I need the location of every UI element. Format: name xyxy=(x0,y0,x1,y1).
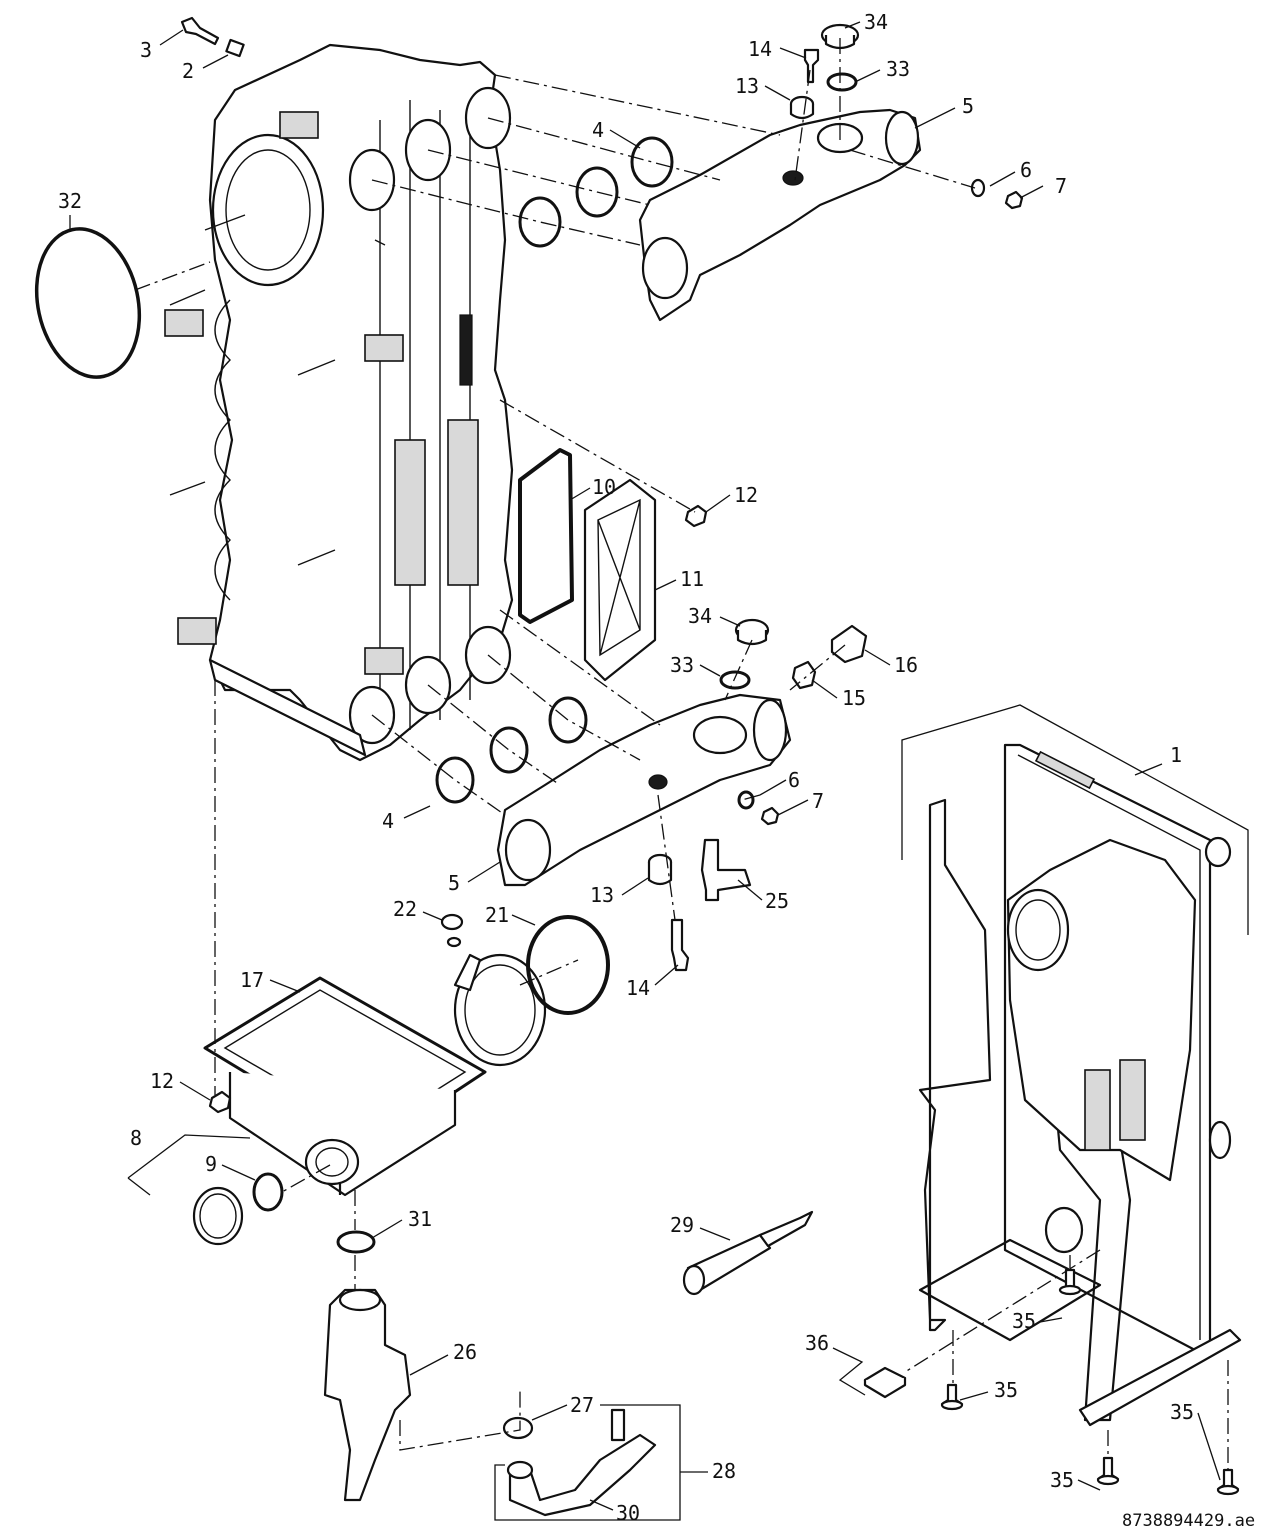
callout-33: 33 xyxy=(670,653,694,677)
callout-35: 35 xyxy=(1050,1468,1074,1492)
callout-21: 21 xyxy=(485,903,509,927)
callout-14: 14 xyxy=(626,976,650,1000)
callout-26: 26 xyxy=(453,1340,477,1364)
callout-35: 35 xyxy=(1012,1309,1036,1333)
o-ring-4-lower-b xyxy=(489,726,529,774)
callout-5: 5 xyxy=(962,94,974,118)
callout-4: 4 xyxy=(592,118,604,142)
callout-22: 22 xyxy=(393,897,417,921)
o-ring-4-lower-c xyxy=(435,756,475,804)
drain-cap-8 xyxy=(192,1186,244,1246)
seal-31 xyxy=(336,1230,376,1254)
callout-14: 14 xyxy=(748,37,772,61)
screw-14-top xyxy=(803,48,820,84)
callout-33: 33 xyxy=(886,57,910,81)
nut-7-top xyxy=(1004,190,1024,210)
nut-2 xyxy=(225,38,245,58)
o-ring-4-upper-a xyxy=(630,136,674,188)
callout-35: 35 xyxy=(994,1378,1018,1402)
pad-36 xyxy=(863,1366,907,1399)
assembled-unit-1 xyxy=(918,743,1242,1427)
callout-28: 28 xyxy=(712,1459,736,1483)
nut-12-right xyxy=(684,504,708,528)
condensate-tray-17 xyxy=(203,976,487,1197)
foot-35-a xyxy=(1058,1268,1082,1296)
callout-13: 13 xyxy=(590,883,614,907)
callout-29: 29 xyxy=(670,1213,694,1237)
heat-exchanger-block xyxy=(164,43,514,762)
nut-12-left xyxy=(208,1090,232,1114)
o-ring-4-upper-b xyxy=(575,166,619,218)
callout-10: 10 xyxy=(592,475,616,499)
nut-7-lower xyxy=(760,806,780,826)
washer-33-mid xyxy=(719,670,751,690)
screw-14-lower xyxy=(670,918,690,972)
washer-6-top xyxy=(970,178,986,198)
callout-13: 13 xyxy=(735,74,759,98)
callout-17: 17 xyxy=(240,968,264,992)
callout-32: 32 xyxy=(58,189,82,213)
callout-34: 34 xyxy=(688,604,712,628)
callout-34: 34 xyxy=(864,10,888,34)
callout-4: 4 xyxy=(382,809,394,833)
ring-gasket-32 xyxy=(34,227,142,379)
callout-16: 16 xyxy=(894,653,918,677)
callout-27: 27 xyxy=(570,1393,594,1417)
seal-27 xyxy=(502,1416,534,1440)
cover-plate-11 xyxy=(583,478,657,682)
gasket-10 xyxy=(518,448,574,624)
callout-8: 8 xyxy=(130,1126,142,1150)
callout-2: 2 xyxy=(182,59,194,83)
callout-6: 6 xyxy=(1020,158,1032,182)
foot-35-b xyxy=(940,1383,964,1411)
connector-30 xyxy=(506,1408,657,1517)
callout-31: 31 xyxy=(408,1207,432,1231)
tee-fitting-25 xyxy=(700,838,752,902)
callout-1: 1 xyxy=(1170,743,1182,767)
callout-9: 9 xyxy=(205,1152,217,1176)
callout-12: 12 xyxy=(734,483,758,507)
callout-11: 11 xyxy=(680,567,704,591)
tool-29 xyxy=(682,1210,814,1296)
sensor-16 xyxy=(830,624,868,664)
siphon-26 xyxy=(323,1288,412,1502)
callout-15: 15 xyxy=(842,686,866,710)
plug-22 xyxy=(440,913,464,948)
callout-35: 35 xyxy=(1170,1400,1194,1424)
o-ring-4-upper-c xyxy=(518,196,562,248)
foot-35-c xyxy=(1216,1468,1240,1496)
callout-3: 3 xyxy=(140,38,152,62)
callout-36: 36 xyxy=(805,1331,829,1355)
callout-6: 6 xyxy=(788,768,800,792)
washer-33-top xyxy=(826,72,858,92)
flue-adapter-21 xyxy=(453,953,547,1067)
bolt-3 xyxy=(180,16,220,46)
upper-manifold-5 xyxy=(638,108,922,322)
foot-35-d xyxy=(1096,1456,1120,1486)
callout-7: 7 xyxy=(1055,174,1067,198)
lower-manifold-5 xyxy=(496,693,792,887)
o-ring-4-lower-a xyxy=(548,696,588,744)
plug-13-lower xyxy=(647,853,673,886)
callout-5: 5 xyxy=(448,871,460,895)
o-ring-9 xyxy=(252,1172,284,1212)
callout-7: 7 xyxy=(812,789,824,813)
callout-25: 25 xyxy=(765,889,789,913)
seal-ring-21 xyxy=(526,915,610,1015)
plug-13-top xyxy=(789,95,815,120)
callout-30: 30 xyxy=(616,1501,640,1525)
fitting-15 xyxy=(791,660,817,690)
document-number: 8738894429.ae xyxy=(1122,1511,1255,1531)
washer-6-lower xyxy=(737,790,755,810)
callout-12: 12 xyxy=(150,1069,174,1093)
